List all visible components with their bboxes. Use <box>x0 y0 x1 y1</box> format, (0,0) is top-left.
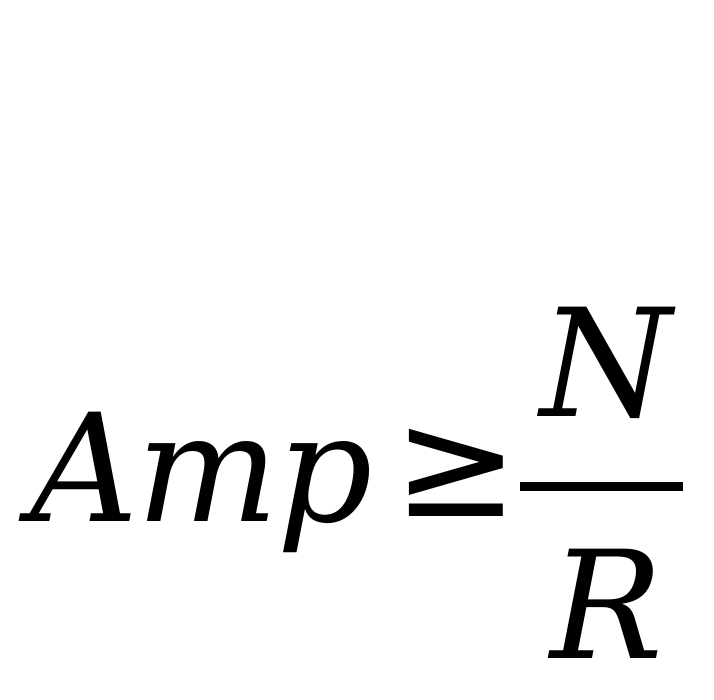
fraction-denominator: R <box>550 520 663 694</box>
fraction-bar <box>520 482 683 491</box>
formula-lhs: Amp <box>30 383 373 557</box>
greater-equal-sign: ≥ <box>393 378 519 552</box>
fraction-numerator: N <box>540 278 672 452</box>
